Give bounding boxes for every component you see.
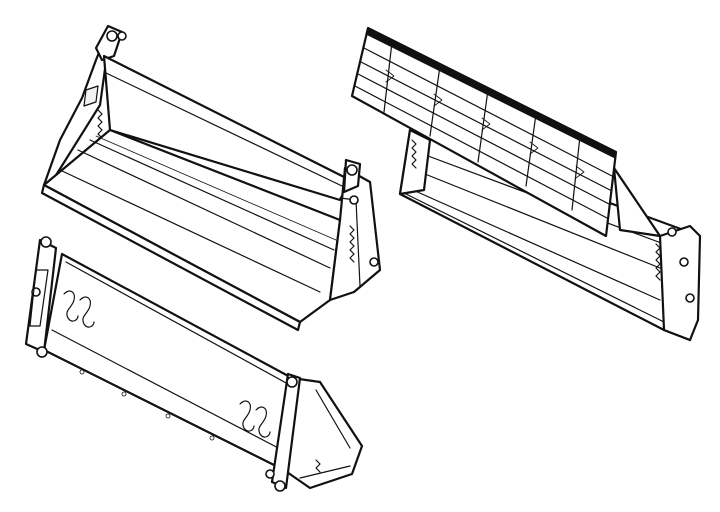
right-weld-edge (349, 225, 355, 263)
floor-crease-1 (59, 169, 321, 293)
rear-right-bottom-pin (274, 480, 286, 492)
right-hook-2 (255, 406, 271, 438)
bucket-grille-view (350, 26, 702, 342)
bolt-1 (79, 369, 85, 375)
grille-bend-3 (481, 117, 491, 131)
grille-right-weld (655, 243, 661, 281)
right-lower-pin (369, 257, 379, 267)
right-lug-hole (349, 195, 359, 205)
grille-rib-4 (525, 113, 537, 187)
bolt-2 (121, 391, 127, 397)
back-wall-top-edge (103, 71, 343, 187)
grille-slat-2 (360, 61, 611, 191)
grille-bucket-cutting-edge (401, 191, 665, 323)
right-pivot-pin (346, 164, 358, 176)
left-pivot-pin-2 (117, 31, 127, 41)
grille-bend-1 (385, 69, 395, 83)
grille-left-side (398, 128, 432, 196)
floor-crease-4 (95, 135, 337, 241)
grille-right-side (658, 224, 702, 342)
grille-rib-5 (571, 135, 581, 211)
grille-bend-2 (433, 93, 443, 107)
right-side-plate (328, 166, 382, 302)
grille-side-wing (612, 166, 662, 238)
back-wall (102, 54, 352, 202)
grille-bucket-floor-line (419, 171, 666, 271)
grille-right-lug (679, 257, 689, 267)
left-hook-1 (63, 290, 79, 322)
rear-plate-top-edge (65, 261, 289, 385)
rear-left-top-pin (40, 236, 52, 248)
grille-right-lower-pin (685, 293, 695, 303)
grille-bend-5 (575, 165, 585, 179)
grille-left-weld (411, 139, 417, 169)
rear-bucket-lip (299, 465, 351, 479)
rear-left-slot (29, 269, 49, 327)
rear-right-frame (270, 372, 302, 490)
rear-right-top-pin (286, 376, 298, 388)
bucket-rear-view (24, 236, 364, 492)
bolt-4 (209, 435, 215, 441)
rear-left-bottom-pin (36, 346, 48, 358)
grille-slat-3 (357, 73, 610, 205)
left-pivot-pin (106, 30, 118, 42)
floor-crease-3 (89, 139, 335, 251)
rear-bucket-edge (315, 389, 351, 449)
open-bucket-front-view (40, 24, 382, 332)
rear-right-lower-lug (265, 469, 275, 479)
right-hook-1 (239, 400, 255, 432)
grille-right-pivot (667, 227, 677, 237)
left-hook-2 (79, 296, 95, 328)
grille-bucket-lip (403, 185, 661, 301)
grille-rib-3 (477, 89, 489, 163)
bolt-3 (165, 413, 171, 419)
cutting-edge (40, 183, 302, 332)
rear-bucket-weld (315, 459, 321, 473)
grille-slat-1 (363, 47, 613, 177)
grille-top-bar (365, 27, 617, 159)
left-weld-edge (97, 109, 103, 139)
grille-rib-2 (429, 65, 441, 137)
left-stop-block (83, 85, 99, 107)
floor-crease-2 (77, 149, 331, 269)
grille-slat-4 (354, 85, 608, 219)
rear-plate-lower-edge (51, 329, 287, 453)
grille-rib-1 (383, 41, 393, 113)
grille-bend-4 (529, 141, 539, 155)
